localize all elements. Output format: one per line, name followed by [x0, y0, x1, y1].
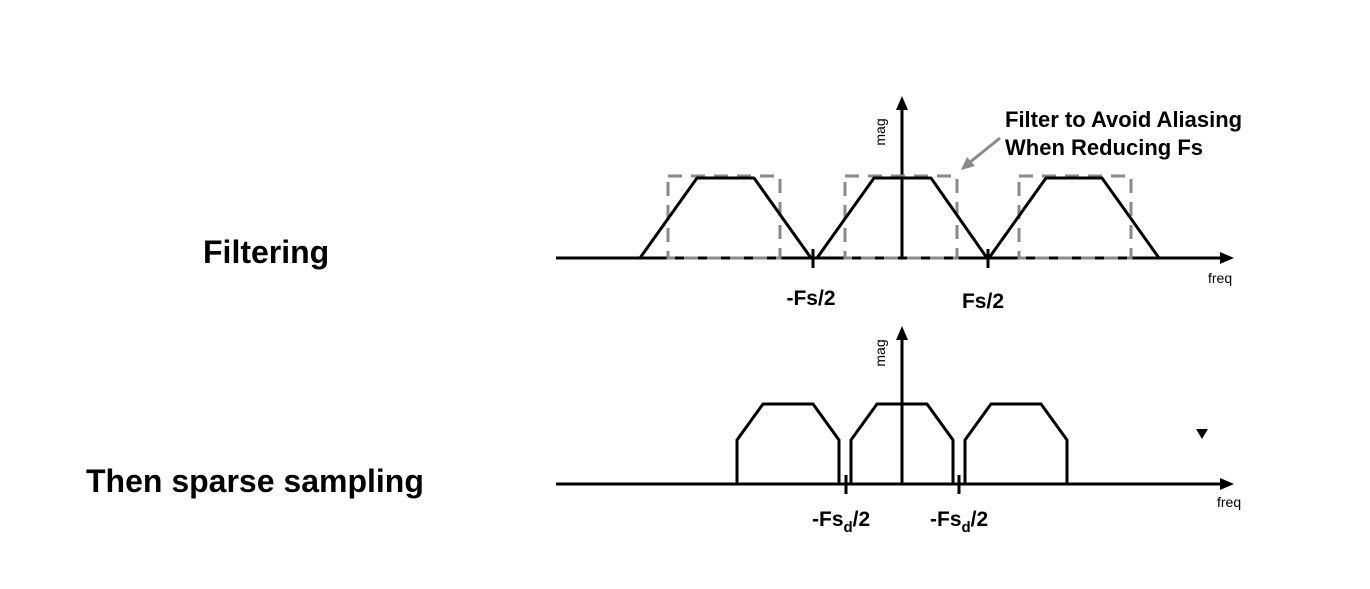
- top-annotation-pointer: [968, 136, 1001, 165]
- top-plot: mag freq -Fs/2 Fs/2 Filter to Avoid Alia…: [556, 96, 1242, 313]
- bottom-spectrum-center: [849, 402, 955, 484]
- bottom-tick-right-suffix: /2: [971, 508, 989, 531]
- top-y-axis-label: mag: [872, 118, 888, 145]
- bottom-tick-right-prefix: -Fs: [930, 508, 962, 531]
- top-spectrum-left: [638, 176, 813, 259]
- bottom-tick-left-suffix: /2: [853, 508, 871, 531]
- top-y-axis-arrow: [896, 96, 908, 110]
- bottom-x-axis-arrow: [1220, 478, 1234, 490]
- marker-triangle-icon: [1196, 429, 1208, 439]
- top-spectrum-right: [987, 176, 1161, 259]
- bottom-tick-left-prefix: -Fs: [812, 508, 844, 531]
- bottom-tick-right-sub: d: [962, 519, 971, 536]
- top-x-axis-label: freq: [1208, 270, 1232, 286]
- bottom-y-axis-arrow: [896, 326, 908, 340]
- bottom-tick-left-label: -Fsd/2: [812, 508, 870, 536]
- top-alias-filter-right: [1017, 174, 1133, 260]
- bottom-tick-right-label: -Fsd/2: [930, 508, 988, 536]
- top-annotation-line2: When Reducing Fs: [1005, 135, 1203, 160]
- top-spectrum-center: [815, 176, 989, 259]
- bottom-plot: mag freq -Fsd/2 -Fsd/2: [556, 326, 1241, 536]
- top-alias-filter-left: [666, 174, 782, 260]
- bottom-spectrum-right: [963, 402, 1069, 484]
- top-tick-left-label: -Fs/2: [786, 287, 835, 310]
- bottom-tick-left-sub: d: [844, 519, 853, 536]
- bottom-spectrum-left: [735, 402, 841, 484]
- top-x-axis-arrow: [1220, 252, 1234, 264]
- filtering-label: Filtering: [203, 234, 330, 270]
- top-tick-right-label: Fs/2: [962, 290, 1004, 313]
- top-annotation-pointer-head: [961, 157, 975, 170]
- bottom-x-axis-label: freq: [1217, 494, 1241, 510]
- sparse-sampling-label: Then sparse sampling: [86, 463, 424, 499]
- bottom-y-axis-label: mag: [872, 339, 888, 366]
- top-annotation-line1: Filter to Avoid Aliasing: [1005, 107, 1242, 132]
